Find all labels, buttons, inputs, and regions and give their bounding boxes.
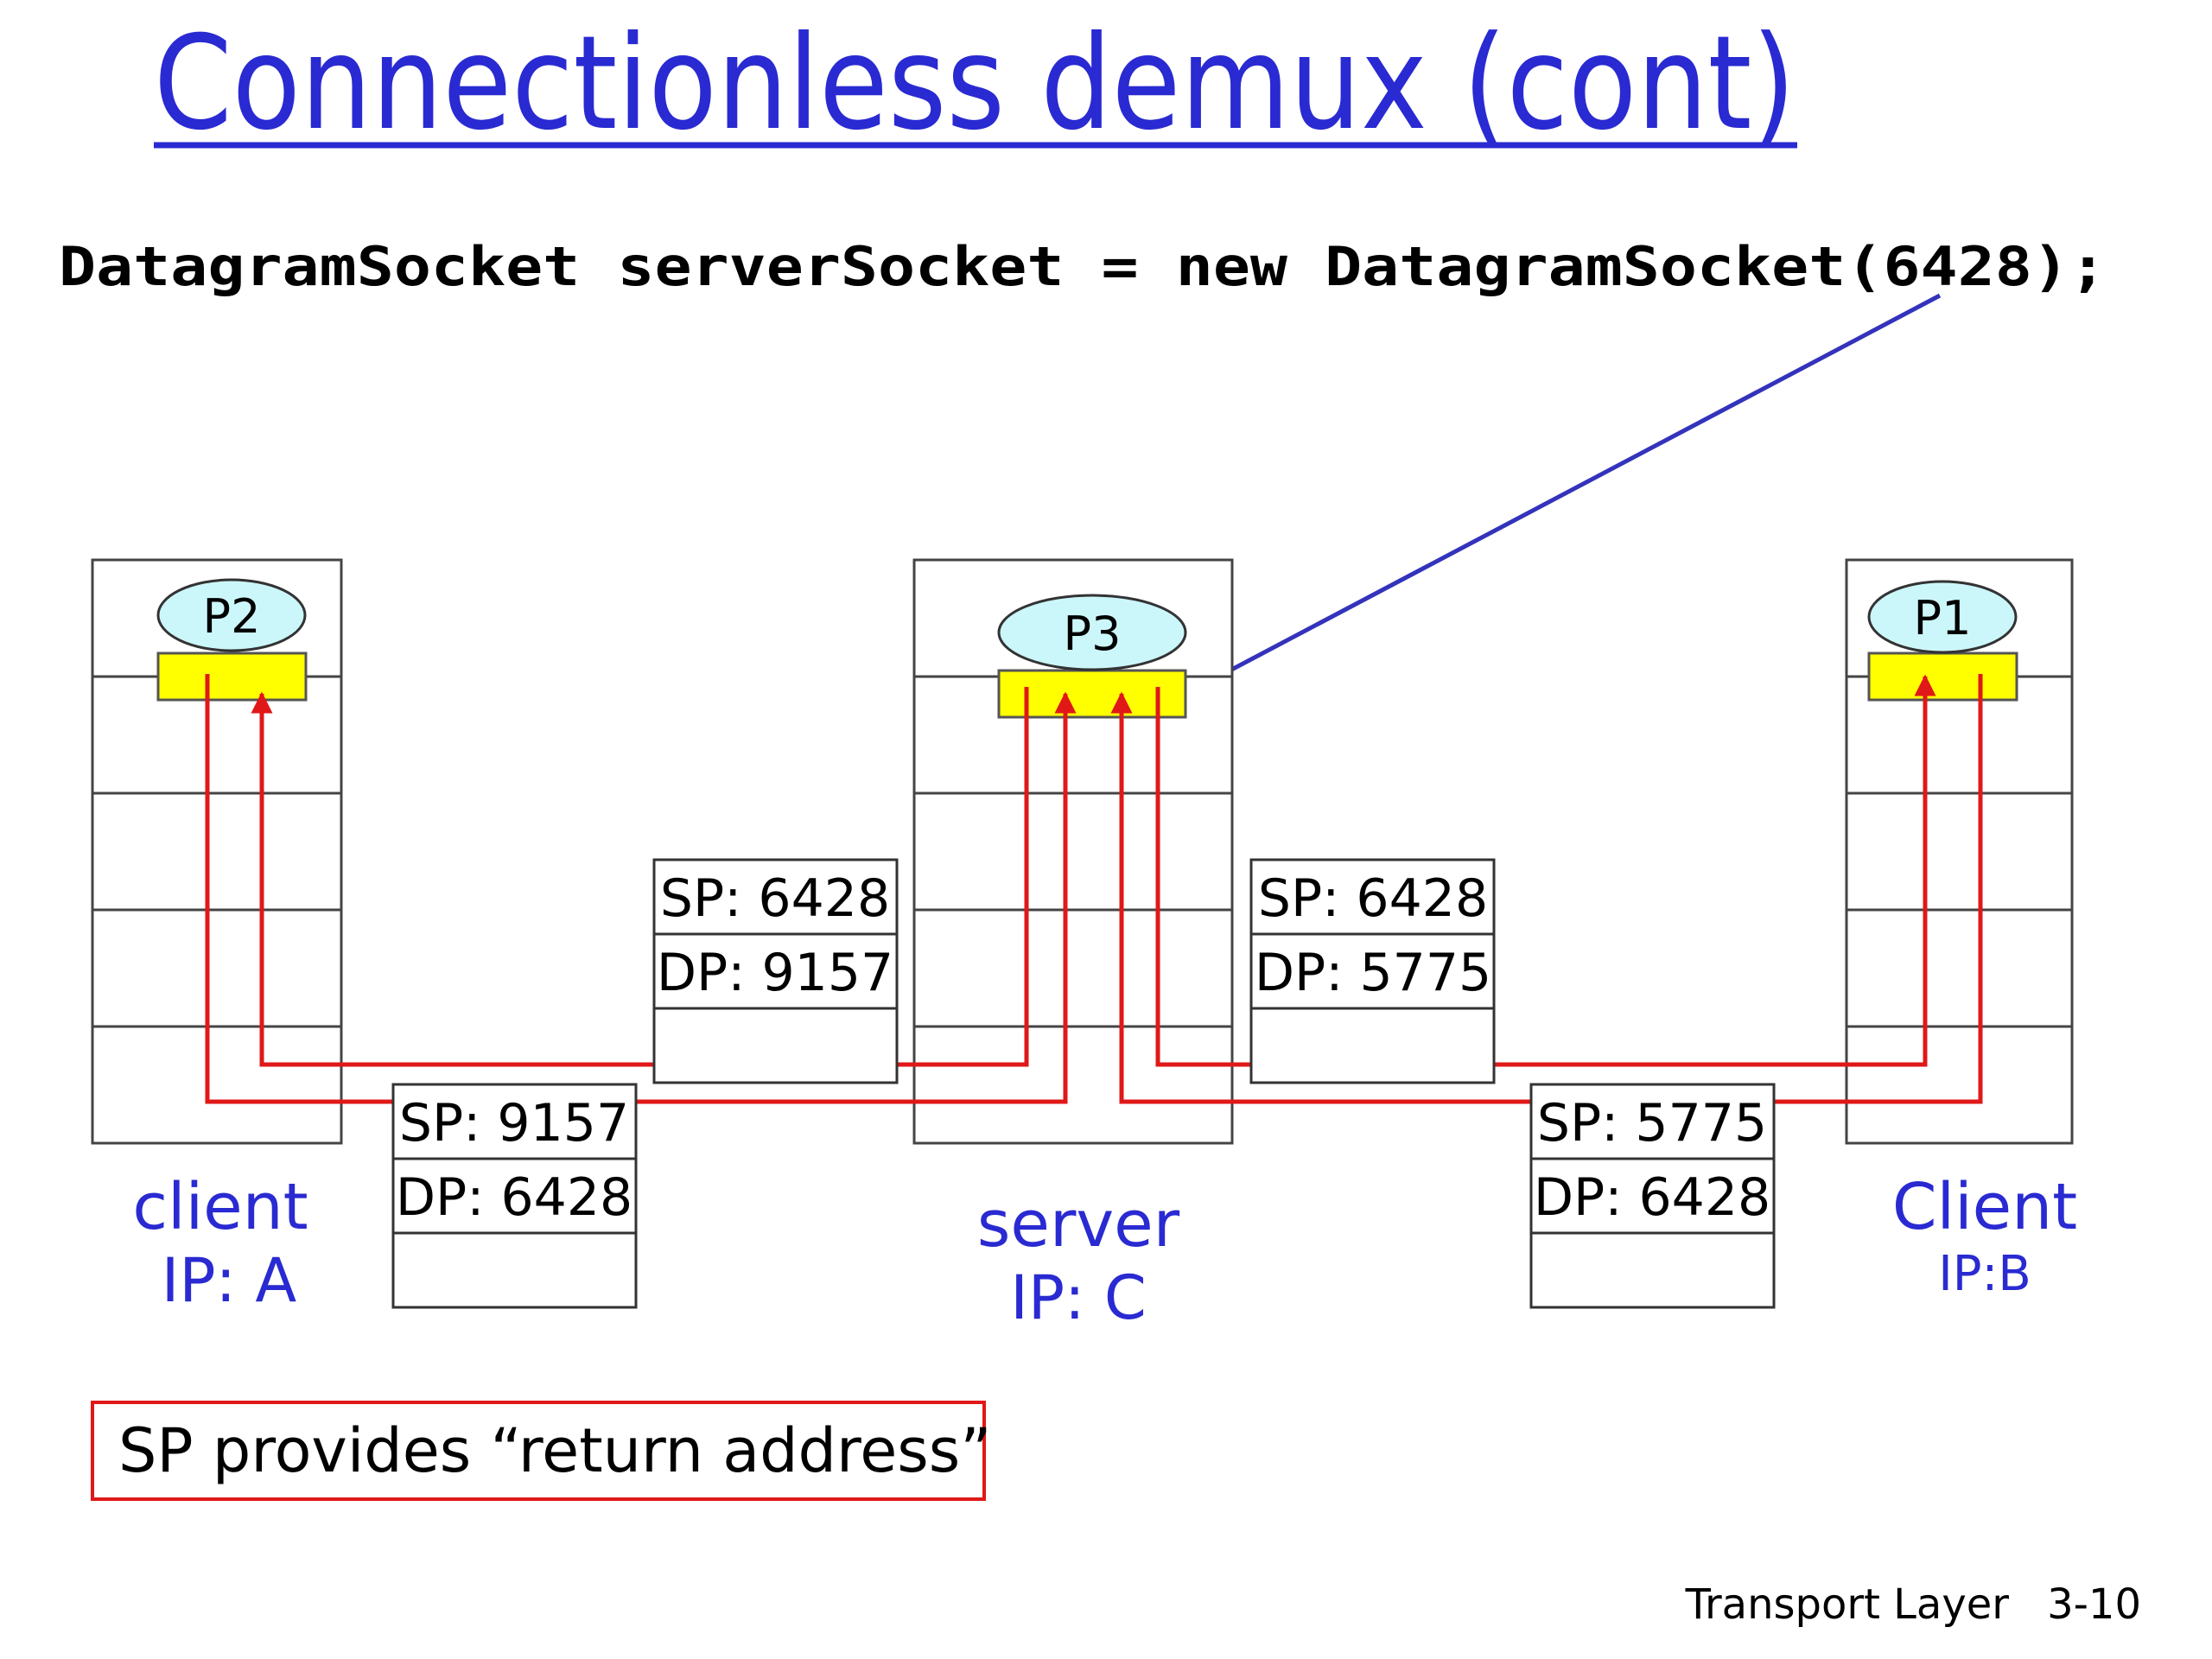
process-p1 <box>1867 580 2018 654</box>
segment-c-to-b-dp: DP: 5775 <box>1255 943 1491 1003</box>
footer-chapter: Transport Layer <box>1685 1580 2010 1629</box>
host-b-label: Client <box>1892 1170 2077 1244</box>
host-a-socket <box>156 652 308 702</box>
segment-c-to-b-sp: SP: 6428 <box>1258 868 1488 929</box>
segment-a-to-c-sp: SP: 9157 <box>399 1093 629 1154</box>
process-p2-label: P2 <box>203 589 261 644</box>
segment-b-to-c-sp: SP: 5775 <box>1537 1093 1767 1154</box>
note-text: SP provides “return address” <box>118 1415 992 1486</box>
path-c-to-a <box>251 687 1029 1067</box>
process-p3-label: P3 <box>1064 607 1122 661</box>
segment-c-to-b: SP: 6428 DP: 5775 <box>1249 858 1496 1084</box>
host-a-ip: IP: A <box>162 1245 297 1316</box>
footer-page: 3-10 <box>2047 1580 2141 1629</box>
segment-c-to-a-sp: SP: 6428 <box>660 868 890 929</box>
segment-b-to-c: SP: 5775 DP: 6428 <box>1529 1083 1776 1309</box>
process-p1-label: P1 <box>1914 591 1972 645</box>
process-p3 <box>997 594 1187 671</box>
note-box <box>91 1401 986 1501</box>
segment-a-to-c-dp: DP: 6428 <box>396 1167 632 1228</box>
socket-pointer-arrow <box>1191 293 1942 691</box>
host-c-label: server <box>977 1187 1180 1262</box>
host-c-ip: IP: C <box>1010 1262 1147 1333</box>
segment-c-to-a-dp: DP: 9157 <box>657 943 893 1003</box>
host-b-socket <box>1867 652 2018 702</box>
slide-title: Connectionless demux (cont) <box>154 9 1796 159</box>
host-b-ip: IP:B <box>1938 1246 2031 1302</box>
segment-b-to-c-dp: DP: 6428 <box>1534 1167 1770 1228</box>
path-c-to-b <box>1155 674 1936 1067</box>
host-a-label: client <box>132 1170 308 1244</box>
code-line: DatagramSocket serverSocket = new Datagr… <box>59 235 2107 298</box>
segment-c-to-a: SP: 6428 DP: 9157 <box>652 858 899 1084</box>
segment-a-to-c: SP: 9157 DP: 6428 <box>391 1083 638 1309</box>
process-p2 <box>156 578 307 652</box>
